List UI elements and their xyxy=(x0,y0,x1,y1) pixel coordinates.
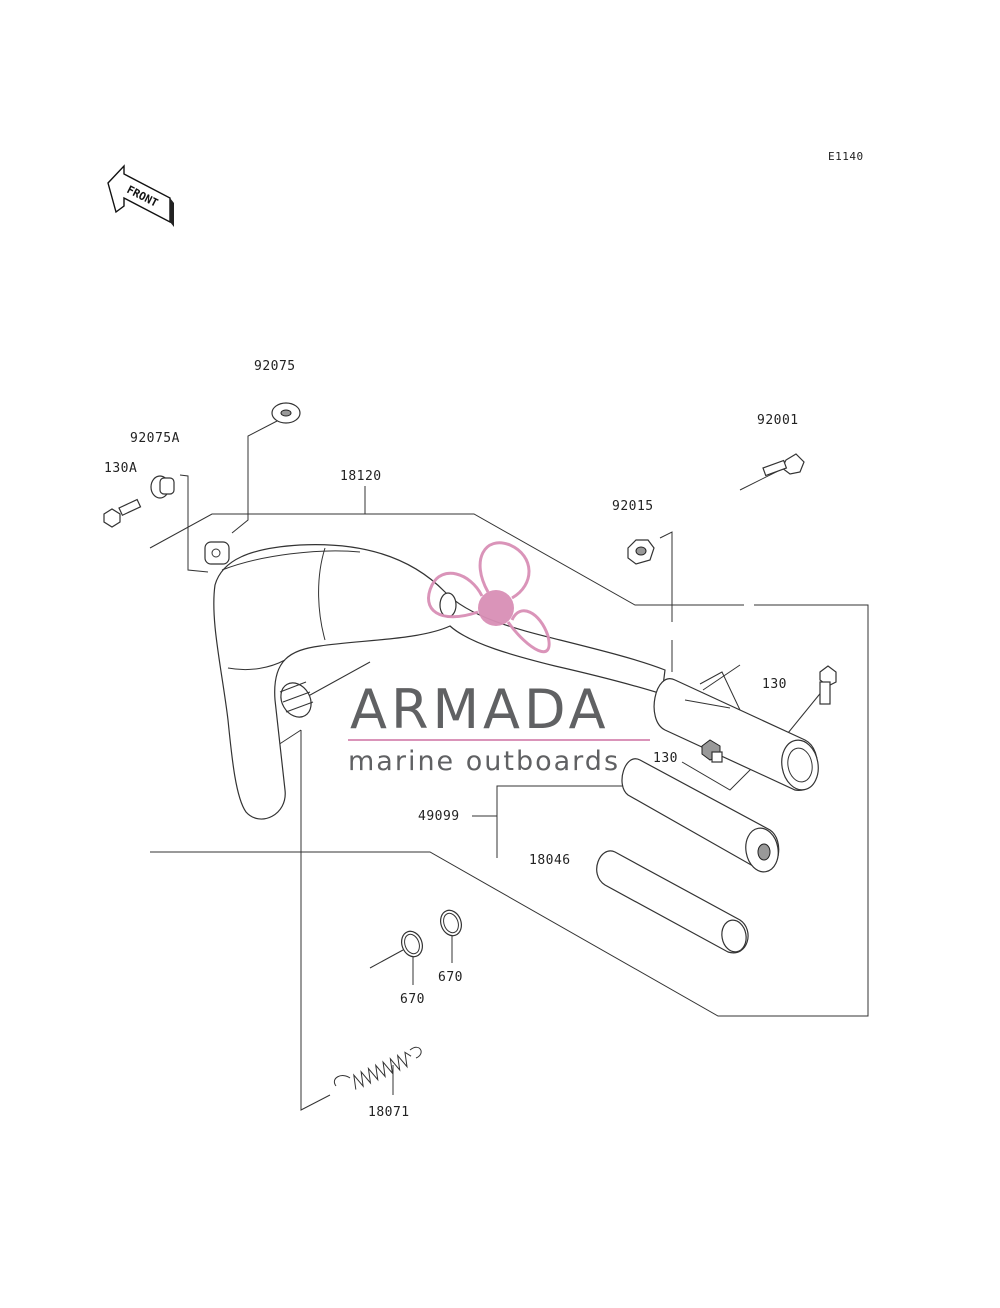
leader-lines xyxy=(149,419,869,1111)
spring-part xyxy=(334,1046,422,1090)
o-ring-part xyxy=(401,930,423,958)
part-label: 18046 xyxy=(529,853,571,868)
silencer-core-part xyxy=(621,758,780,873)
part-label: 670 xyxy=(438,970,463,985)
part-label: 18071 xyxy=(368,1105,410,1120)
watermark-brand: ARMADA xyxy=(350,678,610,741)
part-label: 670 xyxy=(400,992,425,1007)
diagram-code: E1140 xyxy=(828,150,864,163)
part-label: 18120 xyxy=(340,469,382,484)
bolt-part xyxy=(819,665,837,705)
washer-part xyxy=(271,402,301,424)
watermark-tagline: marine outboards xyxy=(348,746,620,777)
muffler-part xyxy=(653,671,819,791)
part-label: 130 xyxy=(653,751,678,766)
part-label: 130 xyxy=(762,677,787,692)
bolt-part xyxy=(762,453,805,477)
part-labels: 92075 92075A 130A 18120 92001 92015 130 … xyxy=(104,359,799,1120)
bolt-part xyxy=(103,498,142,528)
nut-part xyxy=(627,539,655,565)
part-label: 130A xyxy=(104,461,137,476)
part-label: 92075A xyxy=(130,431,180,446)
packing-part xyxy=(596,850,749,954)
armada-watermark: ARMADA marine outboards xyxy=(348,541,650,777)
damper-part xyxy=(150,475,175,499)
part-label: 92075 xyxy=(254,359,296,374)
exhaust-outlet-part xyxy=(279,681,314,718)
part-label: 92001 xyxy=(757,413,799,428)
part-label: 92015 xyxy=(612,499,654,514)
front-arrow-icon: FRONT xyxy=(107,164,174,227)
bolt-part xyxy=(701,739,723,763)
propeller-logo-icon xyxy=(427,541,551,654)
part-label: 49099 xyxy=(418,809,460,824)
o-ring-part xyxy=(440,909,462,937)
exhaust-pipe-part xyxy=(204,541,666,820)
